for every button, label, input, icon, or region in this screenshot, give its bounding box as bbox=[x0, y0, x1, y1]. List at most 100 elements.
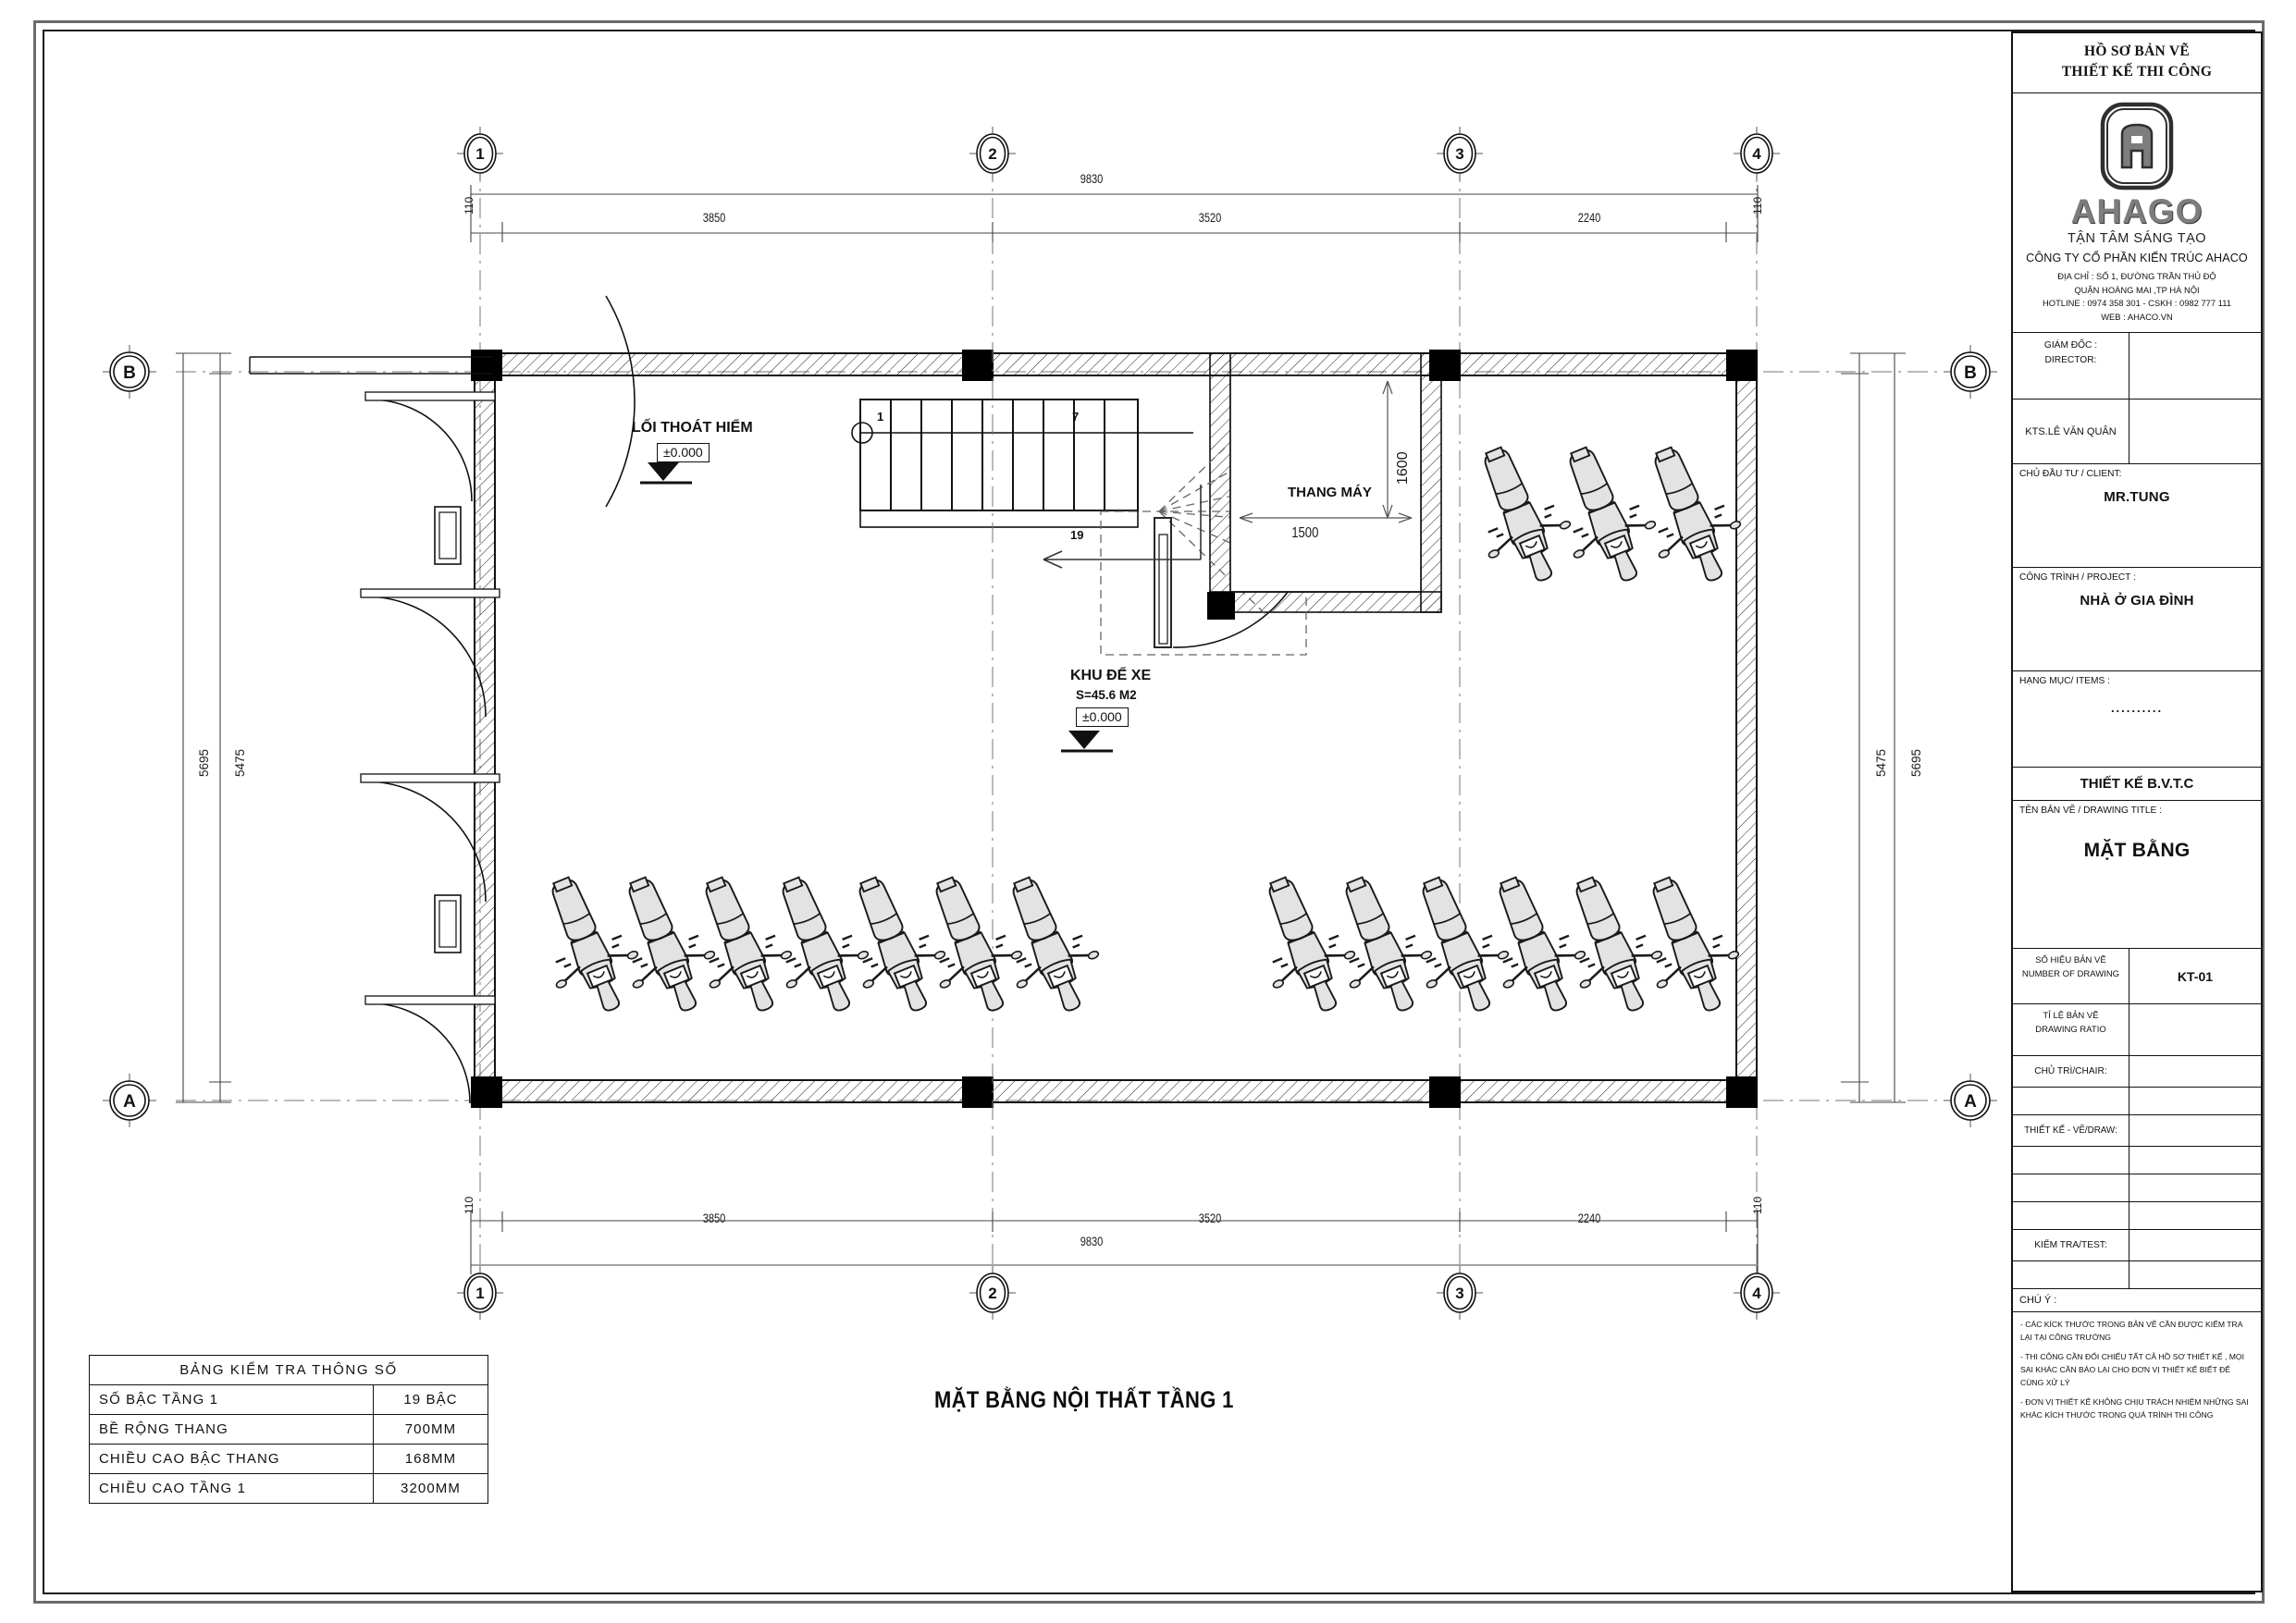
motorcycle-row-right-5 bbox=[1575, 876, 1663, 1012]
stair-step-first: 1 bbox=[877, 410, 884, 424]
elevation-marker-parking: ±0.000 bbox=[1076, 707, 1129, 727]
draw-sign-left[interactable] bbox=[2013, 1147, 2129, 1174]
extra-row-1-left[interactable] bbox=[2013, 1174, 2129, 1202]
company-address-line-1: ĐỊA CHỈ : SỐ 1, ĐƯỜNG TRẦN THỦ ĐỘ bbox=[2057, 271, 2216, 282]
motorcycle-symbols bbox=[551, 446, 1742, 1012]
param-table-title: BẢNG KIỂM TRA THÔNG SỐ bbox=[89, 1355, 488, 1385]
table-row: BẢNG KIỂM TRA THÔNG SỐ bbox=[89, 1355, 488, 1385]
svg-text:4: 4 bbox=[1752, 145, 1761, 163]
svg-text:B: B bbox=[1964, 363, 1977, 383]
svg-text:3: 3 bbox=[1455, 145, 1463, 163]
dimension-lines-bottom bbox=[470, 1211, 1759, 1274]
director-label-en: DIRECTOR: bbox=[2044, 354, 2097, 365]
architect-name: KTS.LÊ VĂN QUÂN bbox=[2013, 400, 2129, 464]
building-walls bbox=[471, 350, 1758, 1108]
company-name: CÔNG TY CỔ PHẦN KIẾN TRÚC AHACO bbox=[2026, 252, 2248, 265]
motorcycle-row-right-2 bbox=[1345, 876, 1433, 1012]
dim-bottom-seg-left-110: 110 bbox=[463, 1196, 475, 1214]
grid-bubble-top-3: 3 bbox=[1437, 127, 1483, 180]
extra-row-2 bbox=[2013, 1202, 2261, 1231]
note-body: - CÁC KÍCK THƯỚC TRONG BẢN VẼ CẦN ĐƯỢC K… bbox=[2013, 1312, 2261, 1435]
company-address-line-2: QUẬN HOÀNG MAI ,TP HÀ NỘI bbox=[2074, 284, 2200, 295]
test-label: KIỂM TRA/TEST: bbox=[2013, 1230, 2129, 1261]
dim-bottom-overall: 9830 bbox=[1080, 1235, 1104, 1248]
test-sign-right[interactable] bbox=[2129, 1261, 2261, 1288]
test-signature-field[interactable] bbox=[2129, 1230, 2261, 1260]
grid-axis-lines bbox=[176, 162, 1952, 1285]
chair-sign-left[interactable] bbox=[2013, 1088, 2129, 1115]
note-item-2: - ĐƠN VỊ THIẾT KẾ KHÔNG CHỊU TRÁCH NHIỆM… bbox=[2020, 1397, 2249, 1420]
chair-signature-field[interactable] bbox=[2129, 1056, 2261, 1087]
dim-bottom-seg-right-110: 110 bbox=[1751, 1196, 1764, 1214]
drawing-ratio-label: TỈ LỆ BẢN VẼ DRAWING RATIO bbox=[2013, 1004, 2129, 1056]
drawing-ratio-value[interactable] bbox=[2129, 1004, 2261, 1055]
project-value: NHÀ Ở GIA ĐÌNH bbox=[2080, 593, 2194, 609]
test-sign-left[interactable] bbox=[2013, 1261, 2129, 1289]
label-parking-area: KHU ĐỂ XE bbox=[1070, 668, 1152, 683]
motorcycle-row-left-7 bbox=[1012, 876, 1100, 1012]
dim-elevator-height: 1600 bbox=[1395, 451, 1411, 485]
grid-bubble-right-B: B bbox=[1944, 345, 1997, 399]
grid-bubble-bottom-2: 2 bbox=[969, 1266, 1016, 1320]
drawing-number-label-en: NUMBER OF DRAWING bbox=[2021, 968, 2120, 979]
extra-row-2-right[interactable] bbox=[2129, 1202, 2261, 1229]
drawing-title-value: MẶT BẰNG bbox=[2083, 840, 2191, 862]
client-label: CHỦ ĐẦU TƯ / CLIENT: bbox=[2019, 469, 2122, 480]
drawing-title-label: TÊN BẢN VẼ / DRAWING TITLE : bbox=[2019, 805, 2162, 817]
param-label-3: CHIỀU CAO TẦNG 1 bbox=[89, 1473, 374, 1504]
dim-left-inner: 5475 bbox=[233, 748, 247, 777]
svg-text:A: A bbox=[1964, 1092, 1977, 1112]
svg-text:2: 2 bbox=[988, 1285, 996, 1302]
test-sign-row bbox=[2013, 1261, 2261, 1290]
svg-text:B: B bbox=[123, 363, 136, 383]
design-type-row: THIẾT KẾ B.V.T.C bbox=[2013, 768, 2261, 802]
drawing-number-label: SỐ HIỆU BẢN VẼ NUMBER OF DRAWING bbox=[2013, 949, 2129, 1004]
drawing-ratio-label-en: DRAWING RATIO bbox=[2035, 1024, 2106, 1035]
project-label: CÔNG TRÌNH / PROJECT : bbox=[2019, 572, 2136, 584]
motorcycle-row-left-4 bbox=[782, 876, 870, 1012]
param-label-0: SỐ BẬC TẦNG 1 bbox=[89, 1384, 374, 1415]
exterior-offset-lines bbox=[249, 356, 493, 375]
motorcycle-row-left-6 bbox=[935, 876, 1023, 1012]
grid-bubble-left-A: A bbox=[103, 1074, 156, 1127]
svg-text:1: 1 bbox=[475, 1285, 484, 1302]
extra-row-2-left[interactable] bbox=[2013, 1202, 2129, 1230]
param-value-2: 168MM bbox=[373, 1444, 488, 1474]
svg-text:3: 3 bbox=[1455, 1285, 1463, 1302]
company-hotline: HOTLINE : 0974 358 301 - CSKH : 0982 777… bbox=[2043, 298, 2231, 309]
extra-row-1-right[interactable] bbox=[2129, 1174, 2261, 1201]
motorcycle-row-left-5 bbox=[858, 876, 946, 1012]
motorcycle-top-1 bbox=[1484, 446, 1572, 582]
draw-signature-field[interactable] bbox=[2129, 1115, 2261, 1146]
dim-bottom-seg-1: 3850 bbox=[702, 1211, 726, 1225]
director-label: GIÁM ĐỐC : DIRECTOR: bbox=[2013, 333, 2129, 400]
title-block-header: HỒ SƠ BẢN VẼ THIẾT KẾ THI CÔNG bbox=[2013, 33, 2261, 93]
draw-row: THIẾT KẾ - VẼ/DRAW: bbox=[2013, 1115, 2261, 1148]
dim-top-seg-1: 3850 bbox=[702, 211, 726, 225]
motorcycle-top-2 bbox=[1569, 446, 1657, 582]
stair-step-middle: 7 bbox=[1072, 410, 1080, 424]
logo-slogan: TẬN TÂM SÁNG TẠO bbox=[2067, 231, 2207, 247]
grid-bubble-bottom-1: 1 bbox=[457, 1266, 503, 1320]
grid-bubble-bottom-4: 4 bbox=[1734, 1266, 1780, 1320]
param-value-0: 19 BẬC bbox=[373, 1384, 488, 1415]
dim-top-overall: 9830 bbox=[1080, 172, 1104, 186]
motorcycle-row-right-6 bbox=[1652, 876, 1740, 1012]
architect-signature-field[interactable] bbox=[2129, 400, 2261, 463]
drawing-ratio-row: TỈ LỆ BẢN VẼ DRAWING RATIO bbox=[2013, 1004, 2261, 1057]
drawing-number-label-vn: SỐ HIỆU BẢN VẼ bbox=[2035, 955, 2106, 966]
param-label-2: CHIỀU CAO BẬC THANG bbox=[89, 1444, 374, 1474]
motorcycle-row-left-3 bbox=[705, 876, 793, 1012]
draw-sign-right[interactable] bbox=[2129, 1147, 2261, 1174]
window-symbols bbox=[434, 506, 462, 953]
director-signature-field[interactable] bbox=[2129, 333, 2261, 399]
door-swings bbox=[360, 295, 636, 1104]
chair-sign-right[interactable] bbox=[2129, 1088, 2261, 1114]
test-row: KIỂM TRA/TEST: bbox=[2013, 1230, 2261, 1262]
dim-top-seg-3: 2240 bbox=[1577, 211, 1601, 225]
